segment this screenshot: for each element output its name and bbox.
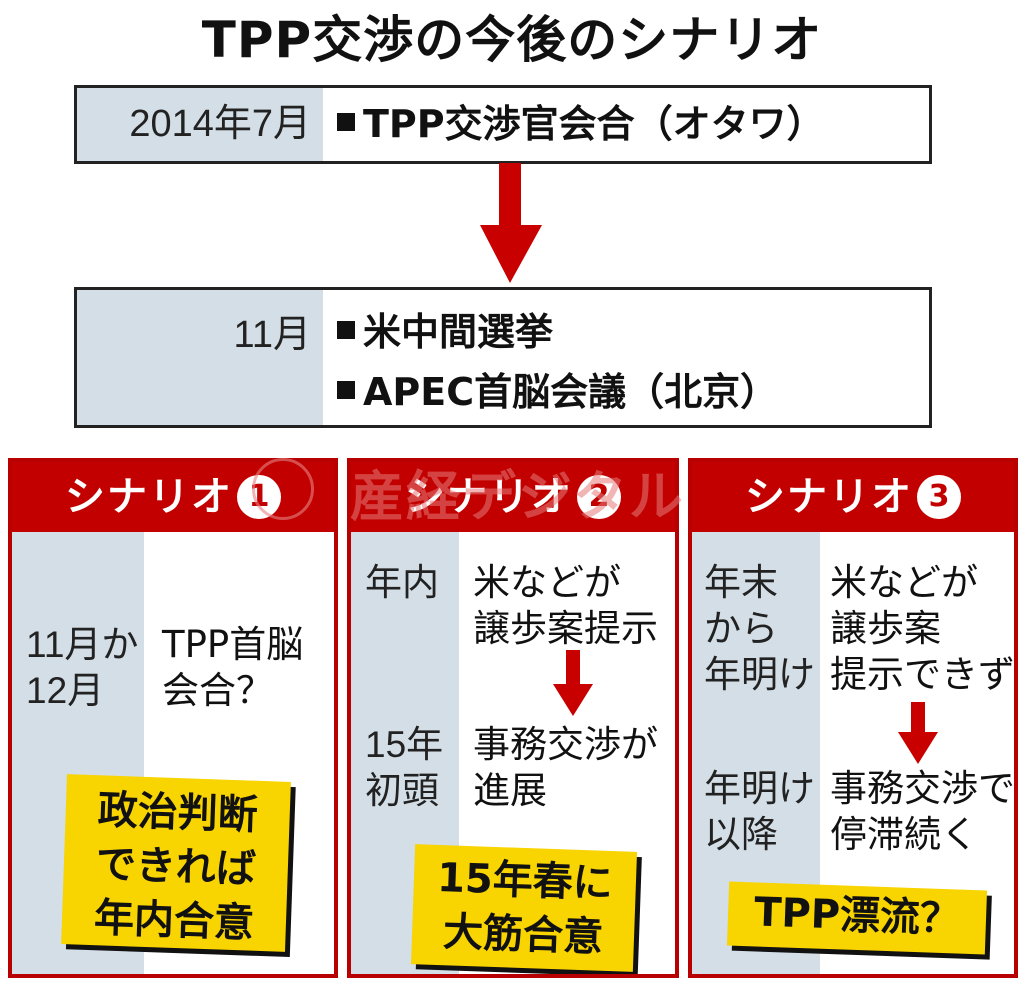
timeline-box-july: 2014年7月 TPP交渉官会合（オタワ） <box>74 85 932 164</box>
scenario-body: 年末から年明け 米などが譲歩案提示できず 年明け以降 事務交渉で停滞続く TPP… <box>692 532 1014 974</box>
period-label: 15年初頭 <box>365 724 444 811</box>
down-arrow-icon <box>553 650 593 716</box>
event-text: 米などが譲歩案提示できず <box>830 561 1015 696</box>
timeline-event: APEC首脳会議（北京） <box>337 362 929 422</box>
timeline-date: 11月 <box>77 290 323 425</box>
event-text: 米などが譲歩案提示 <box>473 561 658 650</box>
outcome-callout: TPP漂流？ <box>726 881 988 955</box>
timeline-events: 米中間選挙 APEC首脳会議（北京） <box>323 290 929 425</box>
scenario-body: 年内 米などが譲歩案提示 15年初頭 事務交渉が進展 15年春に大筋合意 <box>351 532 675 974</box>
number-badge: 1 <box>237 475 281 519</box>
outcome-callout: 政治判断できれば年内合意 <box>61 774 291 952</box>
outcome-callout: 15年春に大筋合意 <box>410 844 638 972</box>
period-label: 年末から年明け <box>704 562 815 695</box>
timeline-event: TPP交渉官会合（オタワ） <box>337 94 929 154</box>
down-arrow-icon <box>480 163 542 283</box>
number-badge: 2 <box>577 475 621 519</box>
down-arrow-icon <box>898 702 938 764</box>
event-text: TPP首脳会合？ <box>162 623 304 712</box>
timeline-event: 米中間選挙 <box>337 302 929 362</box>
event-text: 事務交渉で停滞続く <box>830 767 1015 856</box>
period-label: 年内 <box>365 562 439 603</box>
event-text: 事務交渉が進展 <box>473 723 658 812</box>
square-bullet-icon <box>337 381 355 399</box>
diagram-title: TPP交渉の今後のシナリオ <box>201 11 823 69</box>
timeline-date: 2014年7月 <box>77 88 323 161</box>
square-bullet-icon <box>337 321 355 339</box>
number-badge: 3 <box>917 475 961 519</box>
timeline-events: TPP交渉官会合（オタワ） <box>323 88 929 161</box>
period-label: 年明け以降 <box>704 768 815 855</box>
square-bullet-icon <box>337 113 355 131</box>
timeline-box-november: 11月 米中間選挙 APEC首脳会議（北京） <box>74 287 932 428</box>
